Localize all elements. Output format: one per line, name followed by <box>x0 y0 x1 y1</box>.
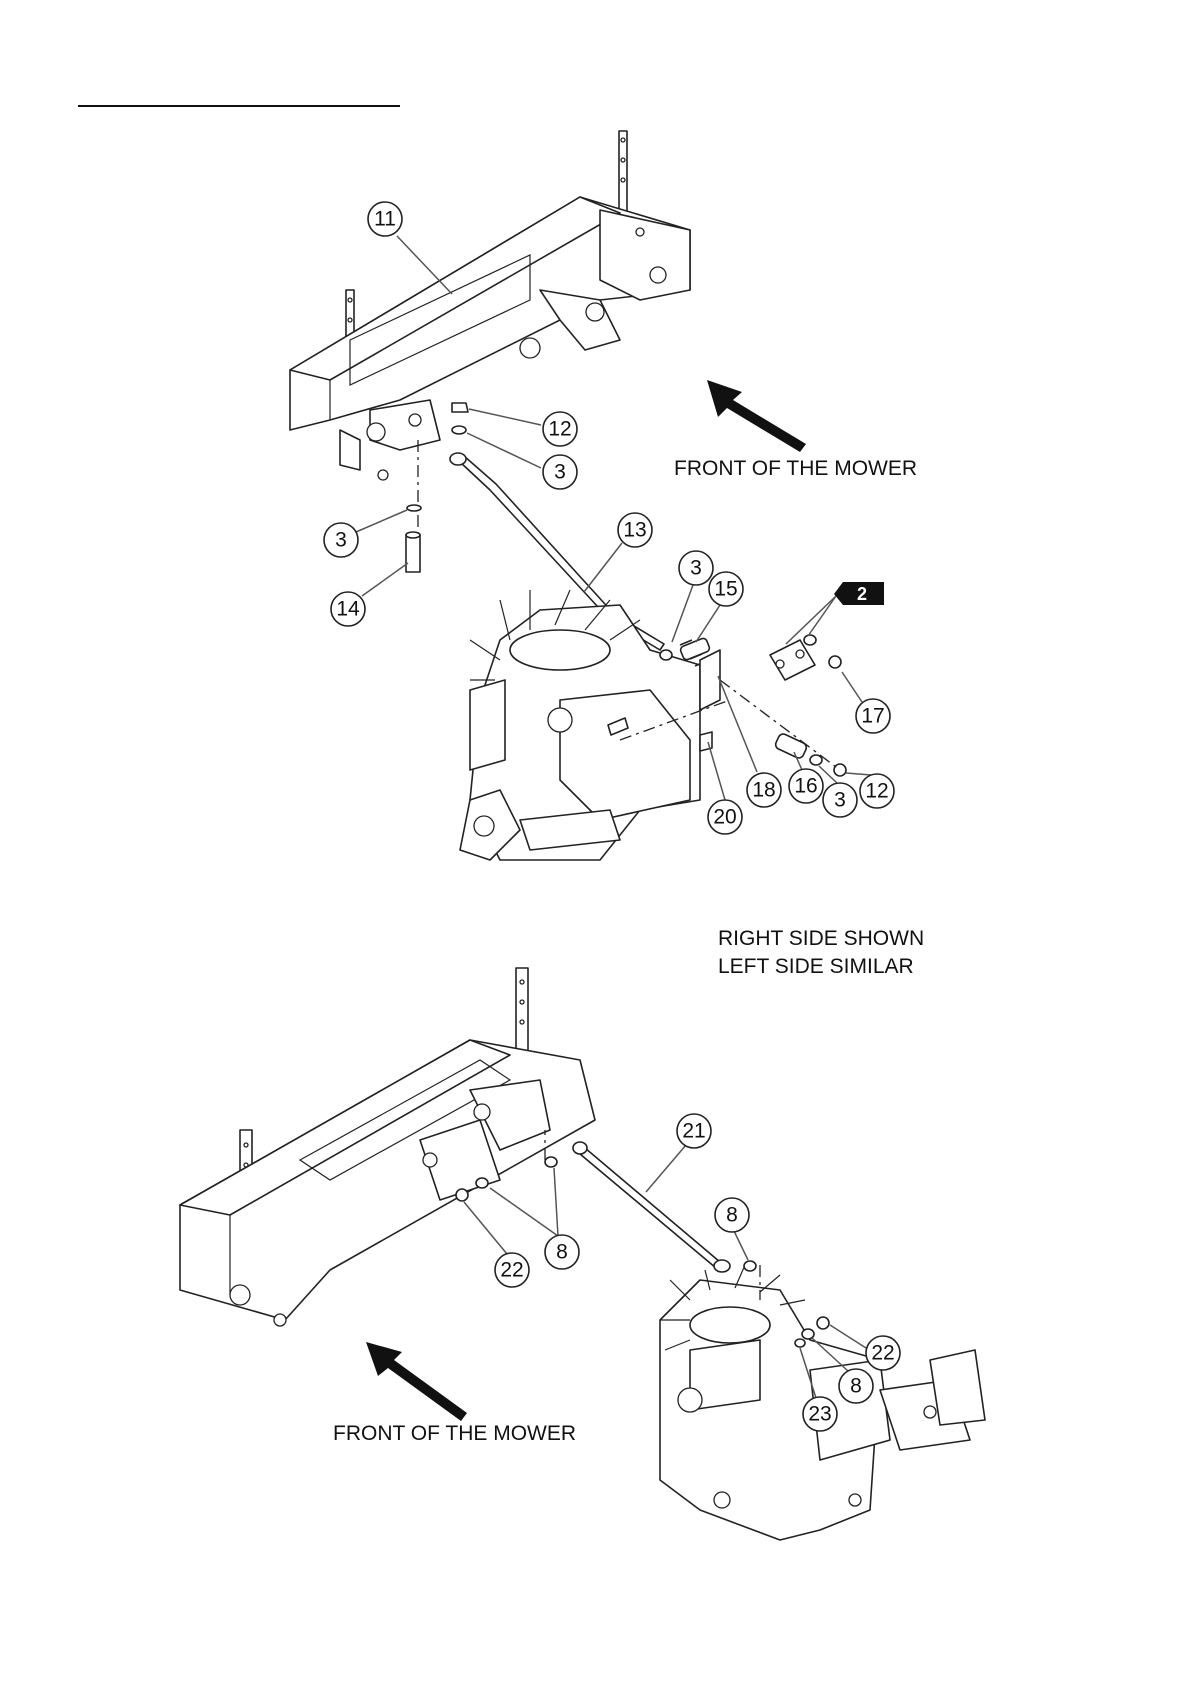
side-note-line1: RIGHT SIDE SHOWN <box>718 927 924 950</box>
callout-16: 16 <box>789 769 823 803</box>
upper-direction-label: FRONT OF THE MOWER <box>674 457 917 480</box>
svg-text:16: 16 <box>794 775 817 798</box>
callout-12: 12 <box>543 412 577 446</box>
callout-8-b: 8 <box>715 1198 749 1232</box>
callout-18: 18 <box>747 773 781 807</box>
svg-text:8: 8 <box>726 1204 738 1227</box>
svg-text:8: 8 <box>556 1241 568 1264</box>
callout-3-c: 3 <box>679 551 713 585</box>
callout-14: 14 <box>331 592 365 626</box>
svg-text:3: 3 <box>834 789 846 812</box>
callout-3-d: 3 <box>823 783 857 817</box>
svg-text:13: 13 <box>623 519 646 542</box>
side-note-line2: LEFT SIDE SIMILAR <box>718 955 914 978</box>
svg-text:11: 11 <box>374 208 396 231</box>
upper-assembly-drawing <box>290 131 846 860</box>
svg-text:8: 8 <box>850 1375 862 1398</box>
lower-front-arrow-icon <box>366 1342 467 1421</box>
svg-text:18: 18 <box>752 779 775 802</box>
lower-direction-label: FRONT OF THE MOWER <box>333 1422 576 1445</box>
svg-text:12: 12 <box>548 418 571 441</box>
callout-20: 20 <box>708 800 742 834</box>
svg-text:2: 2 <box>857 584 867 604</box>
svg-text:15: 15 <box>714 578 737 601</box>
svg-text:3: 3 <box>690 557 702 580</box>
callout-15: 15 <box>709 572 743 606</box>
svg-text:21: 21 <box>682 1120 705 1143</box>
svg-text:22: 22 <box>500 1259 523 1282</box>
svg-text:12: 12 <box>865 780 888 803</box>
callout-11: 11 <box>368 202 402 236</box>
callout-3-a: 3 <box>543 455 577 489</box>
svg-text:17: 17 <box>861 705 884 728</box>
callout-8-c: 8 <box>839 1369 873 1403</box>
svg-text:20: 20 <box>713 806 736 829</box>
callout-8-a: 8 <box>545 1235 579 1269</box>
callout-3-b: 3 <box>324 523 358 557</box>
svg-text:14: 14 <box>336 598 360 621</box>
lower-assembly-drawing <box>180 968 985 1540</box>
callout-21: 21 <box>677 1114 711 1148</box>
upper-front-arrow-icon <box>707 380 806 452</box>
svg-text:23: 23 <box>808 1403 831 1426</box>
callout-17: 17 <box>856 699 890 733</box>
reference-badge-2: 2 <box>786 582 884 644</box>
callout-12-b: 12 <box>860 774 894 808</box>
callout-13: 13 <box>618 513 652 547</box>
callout-23: 23 <box>803 1397 837 1431</box>
svg-text:3: 3 <box>335 529 347 552</box>
svg-text:22: 22 <box>871 1342 894 1365</box>
callout-22-a: 22 <box>495 1253 529 1287</box>
svg-text:3: 3 <box>554 461 566 484</box>
callout-22-b: 22 <box>866 1336 900 1370</box>
